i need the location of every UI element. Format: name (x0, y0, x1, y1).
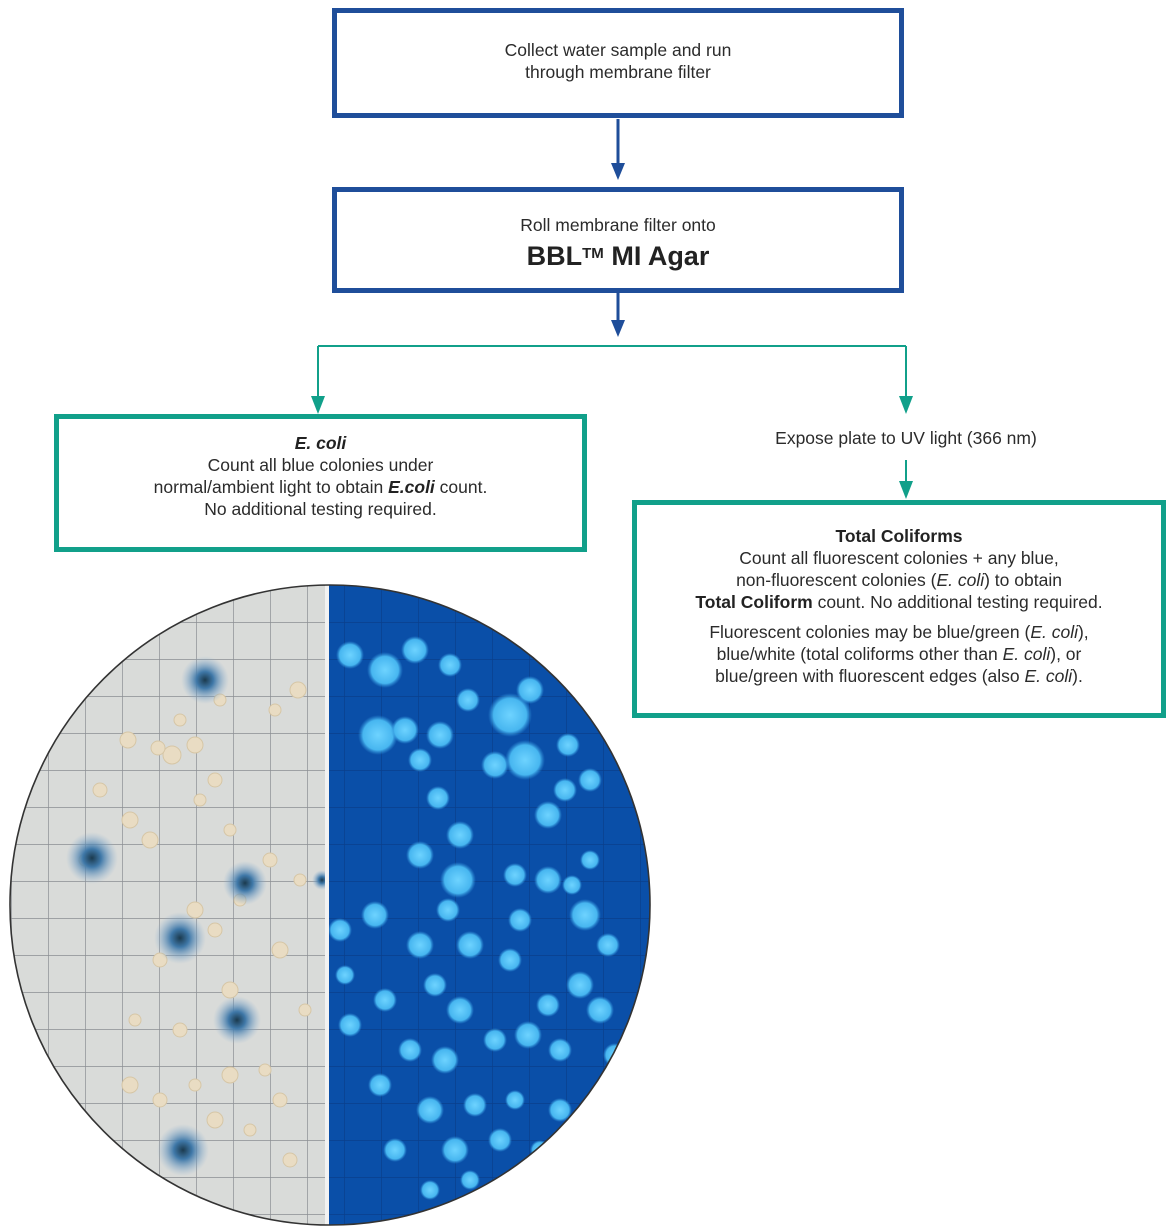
ecoli-line1: Count all blue colonies under (207, 455, 434, 475)
ecoli-line2: normal/ambient light to obtain E.coli co… (153, 477, 488, 497)
coliforms-note3: blue/green with fluorescent edges (also … (715, 666, 1083, 686)
step-collect-line1: Collect water sample and run (504, 40, 732, 60)
total-coliforms-box: Total Coliforms Count all fluorescent co… (632, 500, 1166, 718)
ambient-light-half (10, 585, 332, 1225)
arrow-box1-to-box2 (611, 119, 625, 180)
ecoli-result-box: E. coli Count all blue colonies under no… (54, 414, 587, 552)
coliforms-line1: Count all fluorescent colonies + any blu… (739, 548, 1059, 568)
uv-light-half (328, 585, 650, 1225)
colony-group-blue-ecoli (66, 656, 332, 1176)
ecoli-line3: No additional testing required. (204, 499, 437, 519)
branch-connector (311, 345, 913, 414)
coliforms-line3: Total Coliform count. No additional test… (695, 592, 1103, 612)
coliforms-note2: blue/white (total coliforms other than E… (716, 644, 1082, 664)
product-label: MI Agar (611, 241, 710, 271)
plate-rim (9, 584, 651, 1226)
coliforms-note1: Fluorescent colonies may be blue/green (… (709, 622, 1089, 642)
photo-split-line (325, 585, 329, 1225)
brand-label: BBL (526, 241, 583, 271)
step-roll-line1: Roll membrane filter onto (520, 215, 716, 235)
trademark-mark: TM (582, 245, 604, 262)
step-collect-line2: through membrane filter (525, 62, 711, 82)
uv-exposure-step: Expose plate to UV light (366 nm) (775, 428, 1037, 448)
coliforms-title: Total Coliforms (835, 526, 963, 546)
ecoli-title: E. coli (294, 433, 347, 453)
colony-group-cream (78, 681, 312, 1168)
product-name: BBLTM MI Agar (337, 240, 899, 272)
arrow-box2-to-split (611, 293, 625, 337)
arrow-uv-to-coliforms (899, 460, 913, 499)
step-collect-sample: Collect water sample and run through mem… (332, 8, 904, 118)
coliforms-line2: non-fluorescent colonies (E. coli) to ob… (736, 570, 1062, 590)
step-roll-filter: Roll membrane filter onto BBLTM MI Agar (332, 187, 904, 293)
